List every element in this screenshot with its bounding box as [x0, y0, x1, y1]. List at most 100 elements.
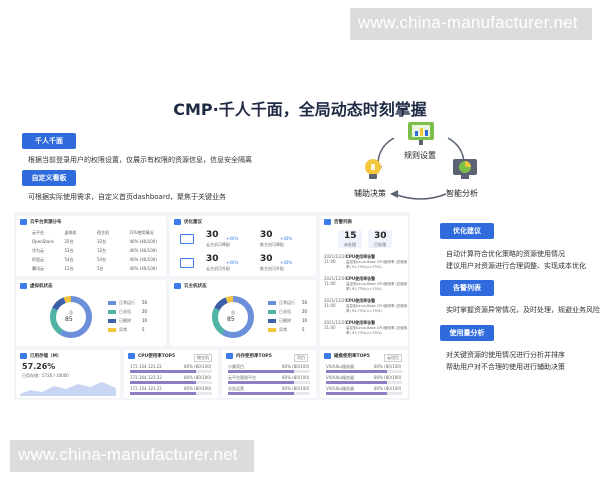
top5-name: 业务运营	[228, 386, 244, 391]
alert-time: 2021/12/20 11:00	[324, 254, 348, 264]
legend-swatch	[108, 319, 116, 323]
card-title: 已用存储（M）	[30, 354, 62, 359]
feature-desc-1: 根据当前登录用户的权限设置，仅展示有权限的资源信息，信息安全隔离	[28, 156, 252, 164]
top5-bar-fill	[228, 370, 294, 373]
table-row[interactable]: 阿里云 54台 54台 40% (40/100)	[32, 257, 162, 265]
tag-alert-list[interactable]: 告警列表	[440, 280, 494, 296]
alert-title: CPU使用率告警	[346, 320, 376, 325]
table-header: 云平台 虚拟机 宿主机 CPU使用情况	[32, 230, 162, 238]
top5-name: VXI/Ubu服务器	[326, 386, 355, 391]
optimize-count: 30	[260, 230, 273, 240]
alert-unhandled-label: 未处理	[344, 242, 356, 247]
legend-swatch	[108, 310, 116, 314]
top5-name: 172.164.123.22	[130, 364, 162, 369]
cell: 12台	[97, 248, 107, 253]
alert-item[interactable]: 2021/12/20 11:00 CPU使用率告警 监控到Linux-Base …	[324, 254, 410, 274]
vm-donut-chart	[50, 296, 92, 338]
cycle-label-rules: 规则设置	[404, 151, 436, 160]
card-title: 磁盘使用率TOP5	[334, 354, 370, 359]
top5-name: VXI/Ubu服务器	[326, 375, 355, 380]
donut-segment	[212, 296, 254, 338]
optimize-pct: +40%	[280, 260, 293, 265]
top5-value: 80% (80/100)	[282, 364, 310, 369]
tag-usage-analysis[interactable]: 使用量分析	[440, 325, 494, 341]
monitor-icon	[20, 283, 27, 289]
optimize-pct: +40%	[280, 236, 293, 241]
optimize-pct: +40%	[226, 260, 239, 265]
alert-desc-1: 实时掌握资源异常情况，及时处理，规避业务风险	[446, 306, 600, 314]
legend-swatch	[108, 328, 116, 332]
cloud-host-icon	[174, 283, 181, 289]
alert-handled-count: 30	[374, 231, 387, 241]
top5-name: 云平台管理平台	[228, 375, 256, 380]
cell: 25台	[64, 239, 74, 244]
server-icon	[180, 234, 194, 244]
alert-title: CPU使用率告警	[346, 298, 376, 303]
legend-value: 20	[142, 309, 148, 314]
optimize-count: 30	[206, 254, 219, 264]
cell: 5台	[97, 266, 104, 271]
donut-segment	[212, 296, 254, 338]
donut-total-label: 总	[231, 310, 235, 315]
legend-swatch	[268, 301, 276, 305]
card-platform-distribution: 云平台资源分布 云平台 虚拟机 宿主机 CPU使用情况 OpenStack 25…	[16, 216, 166, 276]
cycle-label-decision: 辅助决策	[354, 189, 386, 198]
cell: 40% (40/100)	[129, 248, 157, 253]
col-header: 宿主机	[97, 230, 109, 235]
top5-name: 小美项目	[228, 364, 244, 369]
cell: 阿里云	[32, 257, 44, 262]
legend-label: 已删除	[279, 318, 291, 323]
card-optimize: 优化建议 30 云主机可降配 +40% 30 推主机可降配 +40% 30 云主…	[170, 216, 316, 276]
tag-optimize[interactable]: 优化建议	[440, 223, 494, 239]
mem-top5-select[interactable]: 项目	[294, 354, 308, 362]
donut-total: 85	[227, 316, 235, 323]
top5-value: 80% (80/100)	[374, 375, 402, 380]
top5-value: 80% (80/100)	[184, 364, 212, 369]
usage-desc-1: 对关键资源的使用情况进行分析并排序	[446, 351, 565, 359]
cell: 11台	[64, 266, 74, 271]
cell: OpenStack	[32, 239, 54, 244]
legend-label: 异常	[279, 327, 287, 332]
card-disk-top5: 磁盘使用率TOP5 云项目 VXI/Ubu服务器 80% (80/100) VXI/…	[320, 350, 408, 398]
tag-qianrenqianmian[interactable]: 千人千面	[22, 133, 76, 149]
alert-unhandled-box[interactable]: 15 未处理	[338, 230, 362, 248]
top5-value: 80% (80/100)	[282, 386, 310, 391]
top5-bar-fill	[326, 392, 387, 395]
legend-value: 10	[302, 318, 308, 323]
cell: 华为云	[32, 248, 44, 253]
top5-value: 80% (80/100)	[374, 364, 402, 369]
alert-handled-box[interactable]: 30 已处理	[368, 230, 392, 248]
legend-swatch	[268, 319, 276, 323]
alert-time: 2021/12/20 11:00	[324, 320, 348, 330]
alert-item[interactable]: 2021/12/20 11:00 CPU使用率告警 监控到Linux-Base …	[324, 320, 410, 340]
optimize-label: 推主机可升配	[260, 266, 284, 271]
optimize-label: 云主机可降配	[206, 242, 230, 247]
alert-time: 2021/12/20 11:00	[324, 298, 348, 308]
legend-label: 正常运行	[119, 300, 135, 305]
optimize-count: 30	[206, 230, 219, 240]
top5-bar-fill	[130, 392, 196, 395]
alert-text: 监控到Linux-Base CPU使用率 (总使用率) 91.73%(>=75%…	[346, 304, 408, 313]
cpu-top5-select[interactable]: 物主机	[194, 354, 212, 362]
alert-item[interactable]: 2021/12/20 11:00 CPU使用率告警 监控到Linux-Base …	[324, 276, 410, 296]
col-header: CPU使用情况	[129, 230, 154, 235]
watermark-bottom: www.china-manufacturer.net	[10, 440, 254, 472]
optimize-desc-1: 自动计算符合优化策略的资源使用情况	[446, 250, 565, 258]
top5-bar-fill	[130, 370, 196, 373]
alert-title: CPU使用率告警	[346, 254, 376, 259]
top5-value: 80% (80/100)	[184, 375, 212, 380]
dashboard-preview: 云平台资源分布 云平台 虚拟机 宿主机 CPU使用情况 OpenStack 25…	[14, 212, 410, 400]
optimize-label: 云主机可升配	[206, 266, 230, 271]
cycle-diagram: 规则设置 辅助决策 智能分析	[346, 118, 496, 208]
donut-segment	[50, 296, 92, 338]
tag-custom-board[interactable]: 自定义看板	[22, 170, 76, 186]
disk-top5-select[interactable]: 云项目	[384, 354, 402, 362]
table-row[interactable]: 华为云 52台 12台 40% (40/100)	[32, 248, 162, 256]
feature-desc-2: 可根据实际使用需求，自定义首页dashboard，聚焦于关键业务	[28, 193, 227, 201]
top5-bar-fill	[130, 381, 196, 384]
cell: 40% (40/100)	[129, 257, 157, 262]
table-row[interactable]: 腾讯云 11台 5台 40% (40/100)	[32, 266, 162, 274]
table-row[interactable]: OpenStack 25台 32台 40% (40/100)	[32, 239, 162, 247]
alert-item[interactable]: 2021/12/20 11:00 CPU使用率告警 监控到Linux-Base …	[324, 298, 410, 318]
